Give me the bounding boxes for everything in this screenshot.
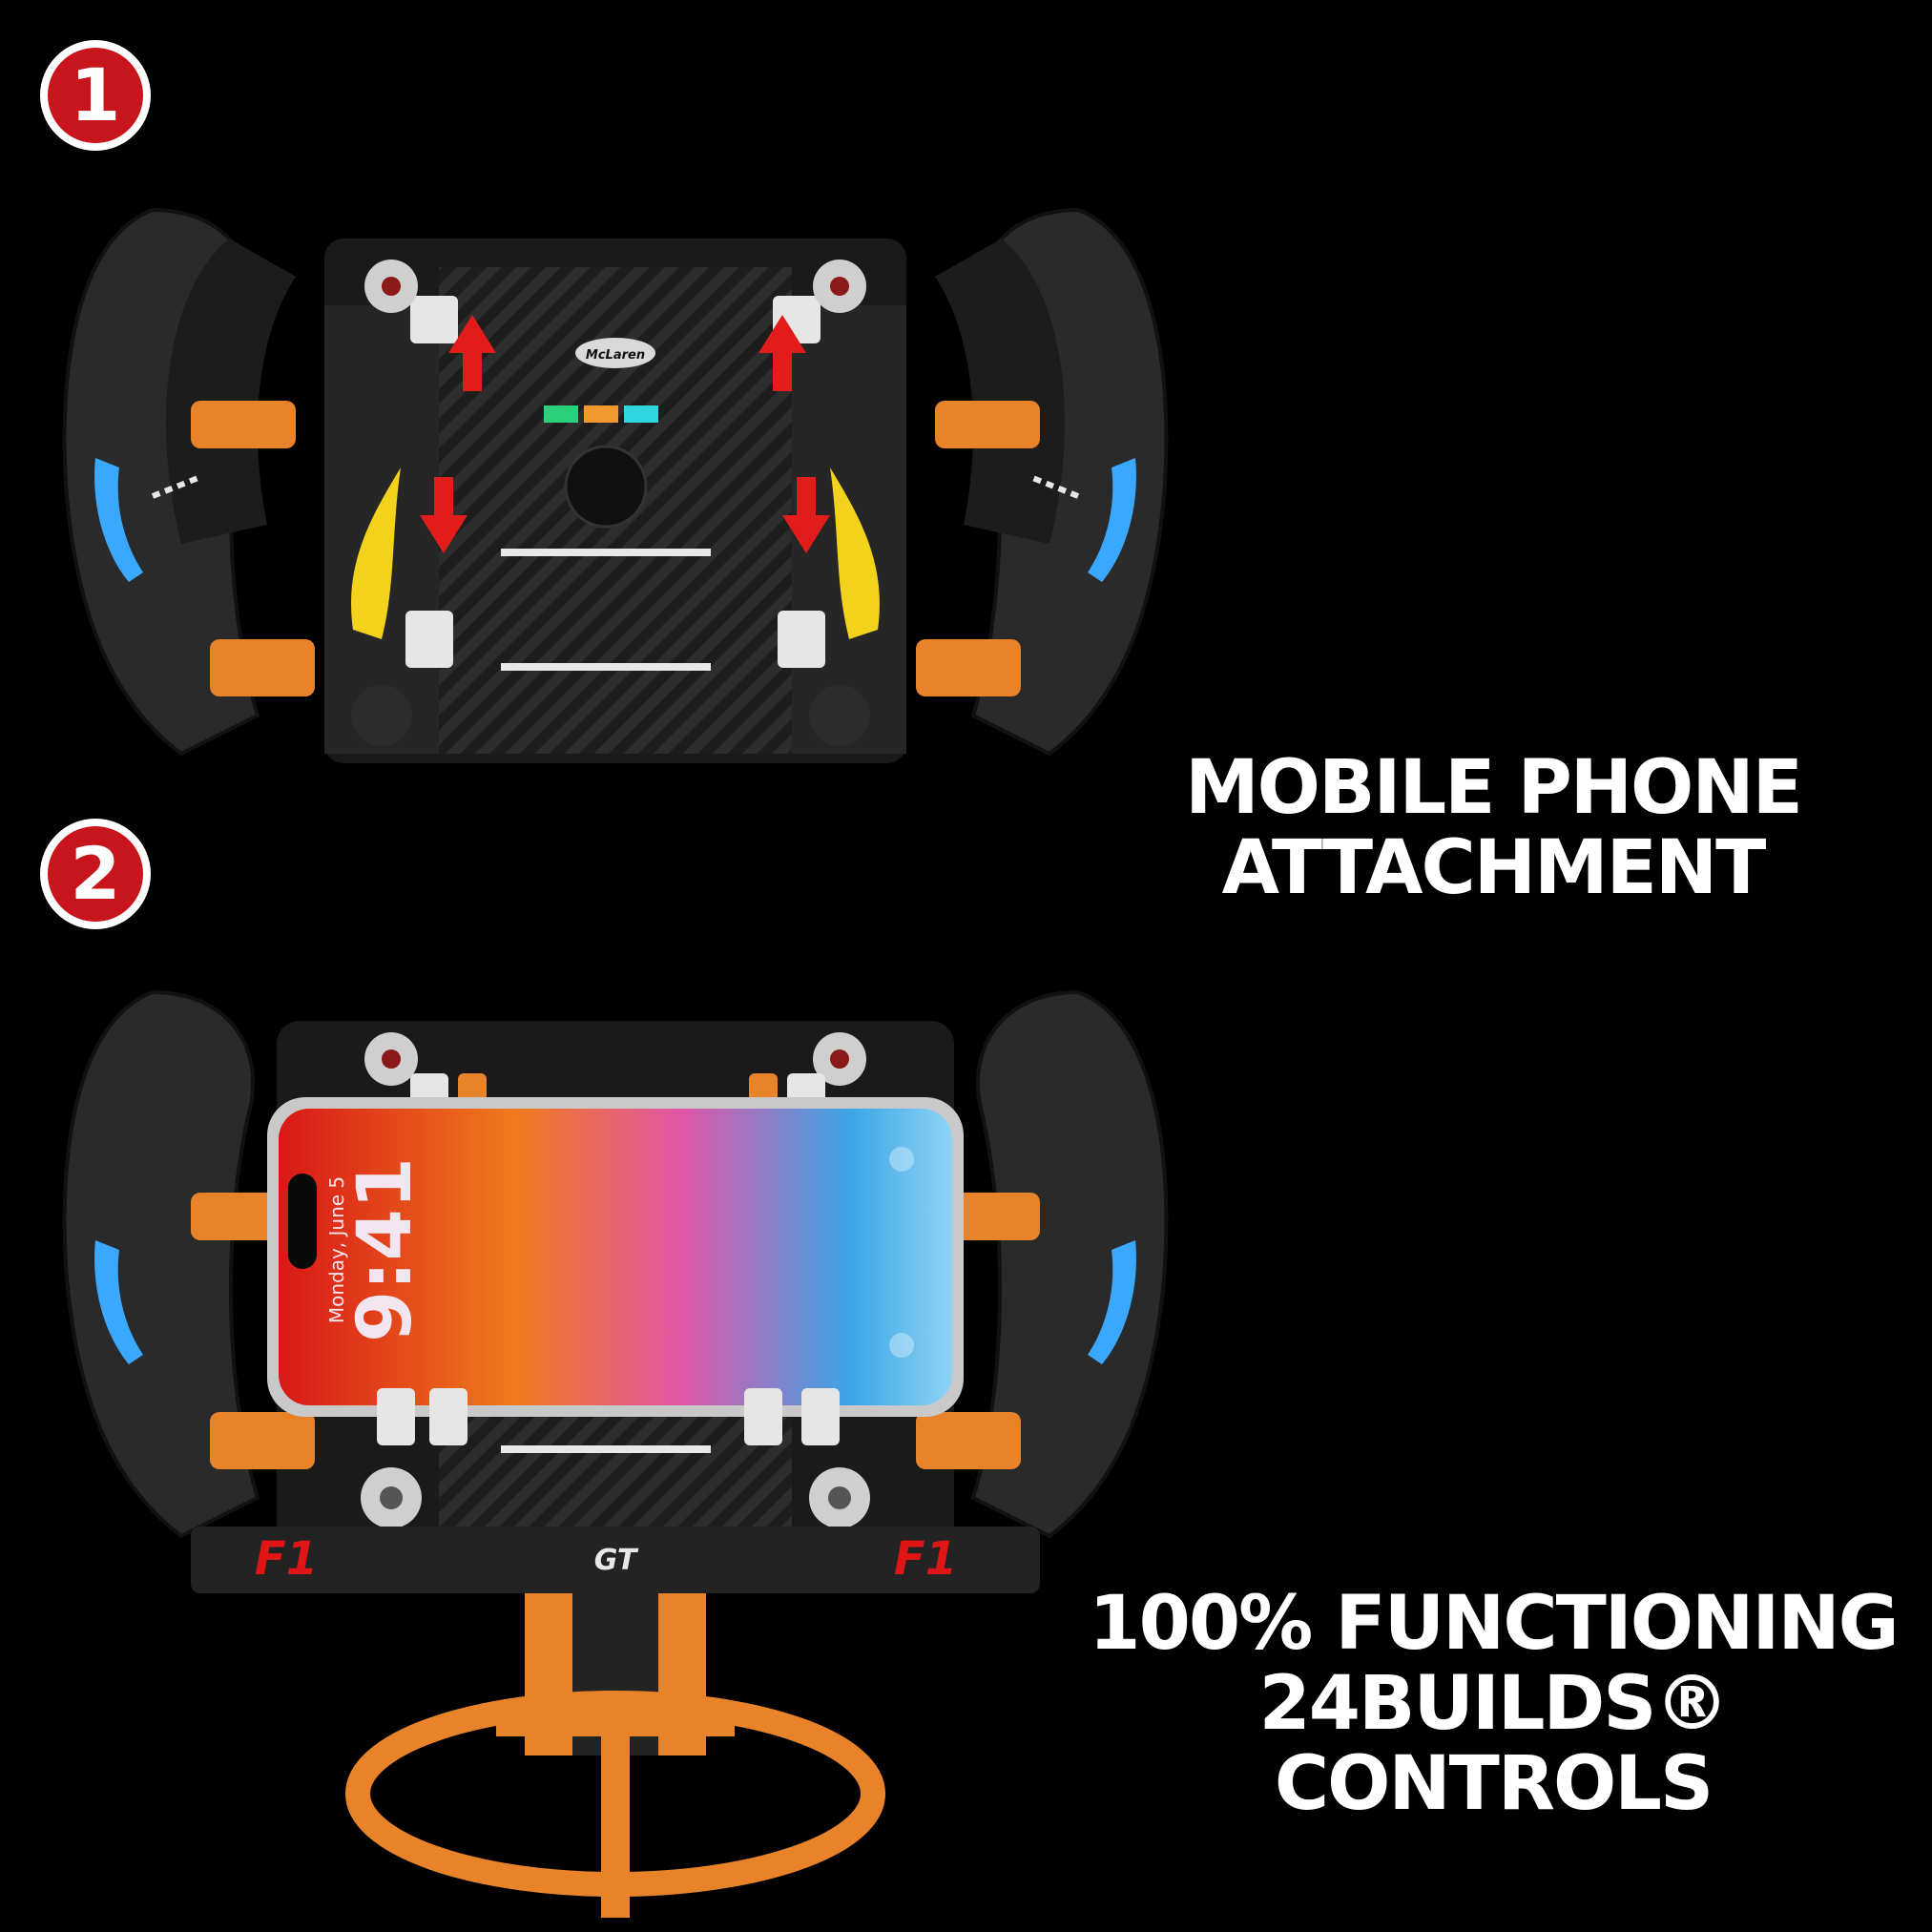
- caption-phone-line1: MOBILE PHONE: [1185, 745, 1803, 831]
- flashlight-icon: [889, 1333, 914, 1358]
- caption-phone-attachment: MOBILE PHONE ATTACHMENT: [1126, 745, 1860, 912]
- mobile-phone: Monday, June 5 9:41: [267, 1097, 964, 1417]
- left-inner-grip: [166, 239, 296, 544]
- caption-phone-line2: ATTACHMENT: [1221, 825, 1767, 912]
- right-inner-grip: [935, 239, 1065, 544]
- camera-shortcut-icon: [889, 1147, 914, 1172]
- f1-badge-right: F1: [894, 1532, 957, 1586]
- steering-wheel-photo-2: Monday, June 5 9:41 F1 F1 GT: [62, 989, 1169, 1918]
- steering-wheel-photo-1: McLaren: [62, 207, 1169, 763]
- left-led-icon-2: [94, 1240, 143, 1364]
- right-led-icon-2: [1088, 1240, 1136, 1364]
- gt-logo: GT: [594, 1544, 639, 1577]
- caption-controls: 100% FUNCTIONING 24BUILDS® CONTROLS: [1078, 1584, 1908, 1825]
- caption-controls-line1: 100% FUNCTIONING: [1089, 1581, 1899, 1667]
- caption-controls-line2: 24BUILDS® CONTROLS: [1258, 1661, 1730, 1828]
- step-badge-1: 1: [40, 40, 151, 151]
- phone-time: 9:41: [343, 1157, 428, 1342]
- mclaren-badge: McLaren: [586, 348, 645, 363]
- left-led-icon: [94, 458, 143, 582]
- step-number-2: 2: [48, 826, 143, 922]
- right-led-icon: [1088, 458, 1136, 582]
- arrow-up-right-icon: [758, 315, 806, 391]
- f1-badge-left: F1: [255, 1532, 318, 1586]
- yellow-flame-right: [830, 467, 880, 639]
- arrow-down-right-icon: [782, 477, 830, 553]
- arrow-up-left-icon: [448, 315, 496, 391]
- step-number-1: 1: [48, 48, 143, 143]
- phone-date: Monday, June 5: [325, 1176, 348, 1323]
- step-badge-2: 2: [40, 819, 151, 929]
- arrow-down-left-icon: [420, 477, 467, 553]
- yellow-flame-left: [351, 467, 401, 639]
